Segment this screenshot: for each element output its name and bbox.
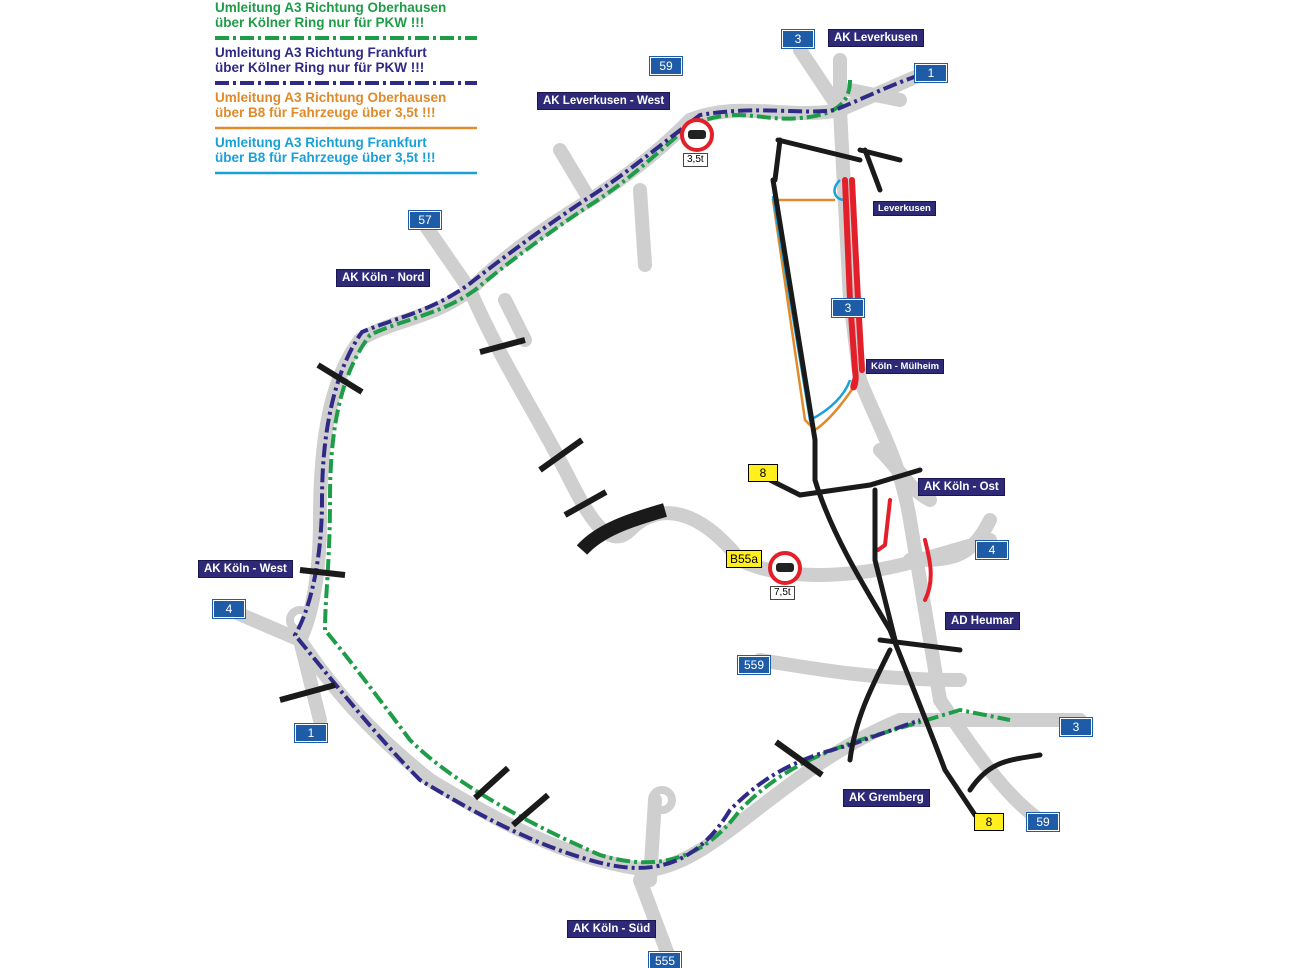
shield-a4-east: 4 [975, 540, 1009, 560]
label-ak-leverkusen: AK Leverkusen [828, 29, 924, 47]
label-koeln-muelheim: Köln - Mülheim [866, 359, 945, 374]
legend-line1: Umleitung A3 Richtung Oberhausen [215, 90, 447, 105]
legend-swatch [215, 126, 477, 130]
shield-b8-bottom: 8 [974, 813, 1004, 831]
shield-a1-bottom: 1 [294, 723, 328, 743]
shield-a57: 57 [408, 210, 442, 230]
weight-plate-3-5t: 3,5t [683, 153, 708, 167]
legend-line2: über B8 für Fahrzeuge über 3,5t !!! [215, 150, 436, 165]
red-ramps-east [876, 498, 933, 602]
shield-a59-bottom: 59 [1026, 812, 1060, 832]
legend-line1: Umleitung A3 Richtung Frankfurt [215, 45, 427, 60]
shield-a3-top: 3 [781, 29, 815, 49]
shield-b8-top: 8 [748, 464, 778, 482]
legend-swatch [215, 36, 477, 40]
legend-line2: über Kölner Ring nur für PKW !!! [215, 60, 425, 75]
shield-a1-top: 1 [914, 63, 948, 83]
label-ak-gremberg: AK Gremberg [843, 789, 930, 807]
bridge-markers [279, 337, 824, 828]
local-roads-black [767, 137, 1043, 818]
label-ak-koeln-sued: AK Köln - Süd [567, 920, 657, 938]
legend-swatch [215, 81, 477, 85]
shield-a3-east: 3 [1059, 717, 1093, 737]
road-network [223, 43, 1087, 967]
shield-b55a: B55a [726, 550, 762, 568]
no-truck-sign-3-5t [680, 118, 714, 152]
shield-a3-mid: 3 [831, 298, 865, 318]
route-orange-b8 [771, 198, 857, 432]
label-ak-koeln-nord: AK Köln - Nord [336, 269, 431, 287]
shield-a555: 555 [648, 951, 682, 968]
legend-line1: Umleitung A3 Richtung Frankfurt [215, 135, 427, 150]
weight-plate-7-5t: 7,5t [770, 586, 795, 600]
shield-a59-top: 59 [649, 56, 683, 76]
label-ak-koeln-ost: AK Köln - Ost [918, 478, 1005, 496]
legend-line1: Umleitung A3 Richtung Oberhausen [215, 0, 447, 15]
label-ak-leverkusen-west: AK Leverkusen - West [537, 92, 671, 110]
shield-a559: 559 [737, 655, 771, 675]
route-green-ring [322, 79, 1011, 865]
legend-line2: über B8 für Fahrzeuge über 3,5t !!! [215, 105, 436, 120]
label-ad-heumar: AD Heumar [945, 612, 1020, 630]
route-blue-ring [292, 73, 921, 870]
closure-bar-b55a [576, 503, 667, 555]
label-ak-koeln-west: AK Köln - West [198, 560, 293, 578]
shield-a4-west: 4 [212, 599, 246, 619]
no-truck-sign-7-5t [768, 551, 802, 585]
legend-swatch [215, 171, 477, 175]
label-leverkusen: Leverkusen [873, 201, 936, 216]
legend-line2: über Kölner Ring nur für PKW !!! [215, 15, 425, 30]
